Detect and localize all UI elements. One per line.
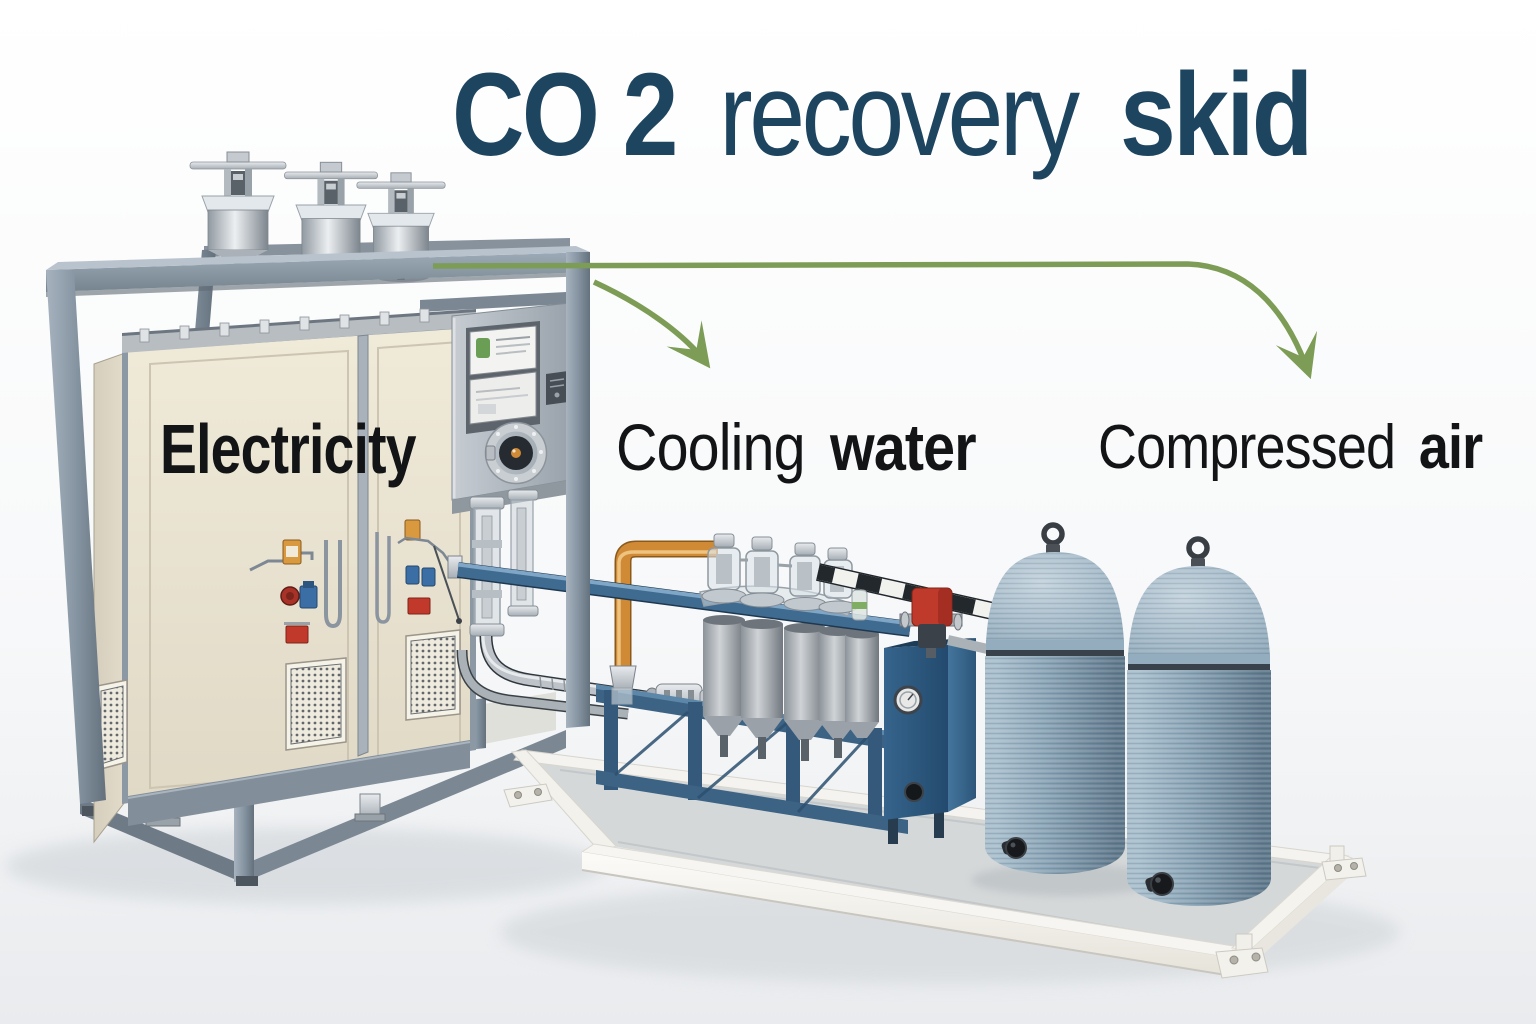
drain-fitting [904,782,924,802]
skid-foot [1215,933,1269,979]
orange-pipe [609,540,718,705]
display-screen-1 [469,325,537,376]
filter-cylinder [845,629,879,738]
title-skid: skid [1120,49,1313,181]
door1-instruments [249,539,342,644]
control-panel [451,302,571,514]
floor-shadow-cabinet [5,828,605,904]
filter-cylinder [741,619,783,759]
arrow-compressed-air [432,261,1318,380]
door2-instruments [375,519,462,624]
label-compressed-air: Compressed air [1098,413,1483,482]
label-electricity: Electricity [160,410,416,488]
storage-tank-2 [1127,536,1271,906]
vent-grille [96,679,128,771]
drain-fitting [1001,837,1027,859]
glass-jar [739,536,785,608]
clamp-strip [139,308,430,343]
glass-jar [701,533,747,604]
display-screen-2 [469,371,537,425]
filter-cylinder [703,615,745,757]
arrow-cooling-water [592,279,711,369]
storage-tank-1 [985,522,1125,874]
vent-grille [405,629,461,721]
valve-canister-1 [189,151,287,268]
tank-inlet-pipe [946,635,994,655]
title-co2: CO 2 [452,49,678,181]
page-title: CO 2 recovery skid [452,56,1329,174]
name-plate [546,371,568,405]
glass-jar [783,542,827,611]
steel-cage-front [46,246,590,826]
electrical-cabinet [93,308,476,844]
pressure-gauge [893,685,923,715]
vent-grille [285,657,347,751]
leveling-foot [354,793,386,822]
tank-shadow [971,864,1161,896]
drain-fitting [1145,872,1174,896]
level-sensor [851,589,868,621]
red-valve [899,587,963,658]
title-recovery: recovery [719,49,1080,181]
skid-foot [503,783,553,808]
filter-cylinders [703,615,879,761]
sight-glass [484,421,548,485]
utility-arrows [432,261,1318,380]
skid-foot [1321,845,1367,881]
label-cooling-water: Cooling water [616,410,977,484]
cooling-water-pipe [447,555,912,637]
